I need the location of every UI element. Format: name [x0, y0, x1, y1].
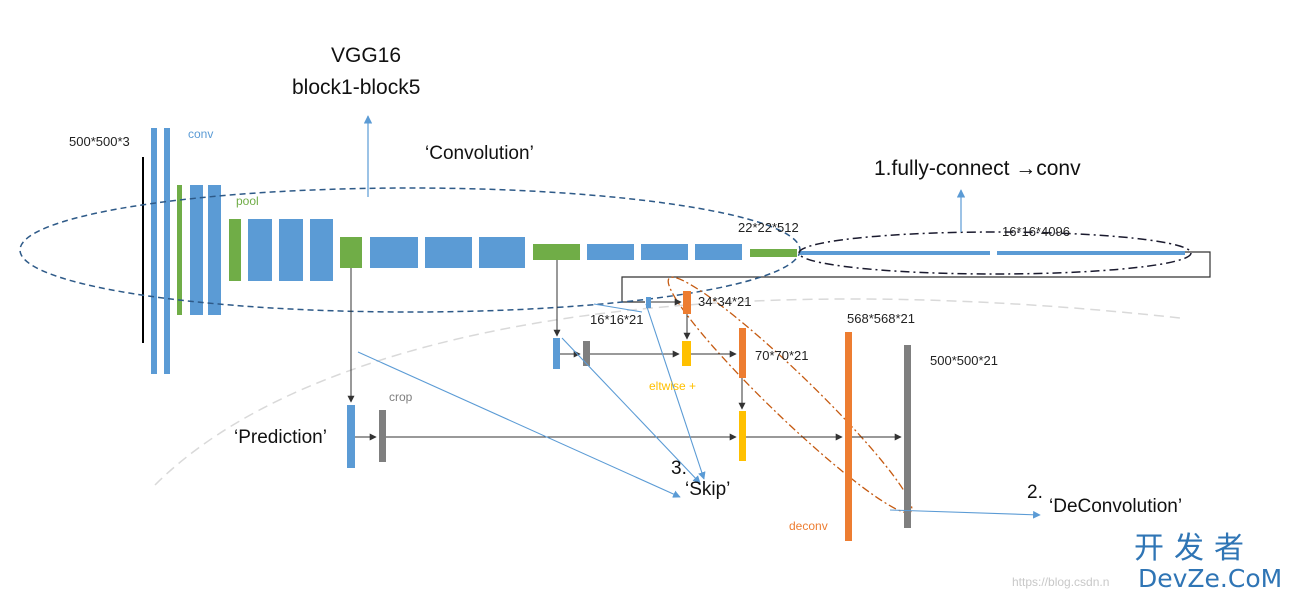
deconv-layer: [845, 332, 852, 541]
score-fr-layer: [646, 297, 651, 308]
size-70-label: 70*70*21: [755, 348, 809, 363]
skip-callout-line: [645, 303, 706, 480]
pool-layer: [750, 249, 797, 257]
convolution-label: ‘Convolution’: [425, 143, 534, 164]
conv-layer: [479, 237, 525, 268]
conv-layer: [151, 128, 157, 374]
score-pool3-layer: [347, 405, 355, 468]
conv-layer: [190, 185, 203, 315]
fc-conv-layer: [997, 251, 1185, 255]
size-34-label: 34*34*21: [698, 294, 752, 309]
crop-layer: [379, 410, 386, 462]
eltwise-tag: eltwise +: [649, 379, 697, 393]
vgg-title: VGG16: [331, 44, 402, 67]
crop-tag: crop: [389, 390, 413, 404]
deconv-callout-line: [889, 509, 1041, 519]
fc-conv-layer: [800, 251, 990, 255]
input-layer: [142, 157, 144, 343]
pool-layer: [533, 244, 580, 260]
conv-tag: conv: [188, 127, 214, 141]
skip-callout-line: [593, 303, 643, 313]
skip-callout-line: [357, 351, 681, 498]
conv-layer: [279, 219, 303, 281]
fully-connect-label: 1.fully-connect →conv: [874, 157, 1081, 180]
pool-layer: [177, 185, 182, 315]
size-568-label: 568*568*21: [847, 311, 915, 326]
size-16-4096-label: 16*16*4096: [1002, 224, 1070, 239]
conv-layer: [425, 237, 472, 268]
skip-number: 3.: [671, 458, 687, 479]
fuse-pool4-layer: [682, 341, 691, 366]
skip-label: ‘Skip’: [685, 479, 731, 500]
conv-layer: [587, 244, 634, 260]
conv-layer: [370, 237, 418, 268]
upscore-pool4-layer: [739, 328, 746, 378]
skip-callout-line: [561, 337, 701, 484]
watermark-logo-cn: 开发者: [1134, 531, 1254, 566]
deconvolution-number: 2.: [1027, 482, 1043, 503]
upscore2-layer: [683, 291, 691, 314]
pool-layer: [340, 237, 362, 268]
fc-output-connector: [621, 251, 1211, 303]
fuse-pool3-layer: [739, 411, 746, 461]
fc-ellipse: [798, 231, 1192, 275]
pool-tag: pool: [236, 194, 259, 208]
output-crop-layer: [904, 345, 911, 528]
size-22-label: 22*22*512: [738, 220, 799, 235]
watermark-url: https://blog.csdn.n: [1012, 575, 1110, 589]
conv-layer: [695, 244, 742, 260]
input-size-label: 500*500*3: [69, 134, 130, 149]
prediction-label: ‘Prediction’: [234, 427, 327, 448]
size-16-21-label: 16*16*21: [590, 312, 644, 327]
deconvolution-label: ‘DeConvolution’: [1049, 496, 1183, 517]
size-500-output-label: 500*500*21: [930, 353, 998, 368]
conv-layer: [164, 128, 170, 374]
background-arc: [154, 298, 1181, 486]
pool-layer: [229, 219, 241, 281]
crop-layer: [583, 341, 590, 366]
conv-layer: [310, 219, 333, 281]
deconv-tag: deconv: [789, 519, 828, 533]
score-pool4-layer: [553, 338, 560, 369]
conv-layer: [248, 219, 272, 281]
conv-layer: [208, 185, 221, 315]
vgg-blocks-label: block1-block5: [292, 76, 421, 99]
conv-layer: [641, 244, 688, 260]
watermark-logo-en: DevZe.CoM: [1138, 564, 1283, 593]
